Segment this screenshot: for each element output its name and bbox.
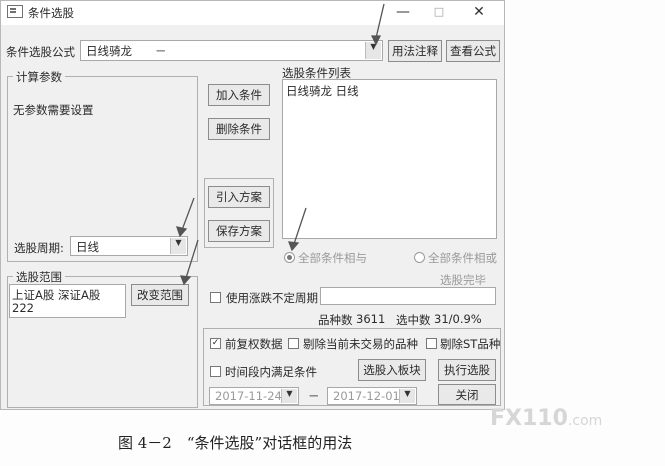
adjust-label: 前复权数据 [225,337,283,351]
chevron-down-icon[interactable]: ▼ [399,389,415,403]
undetermined-period-field[interactable] [320,287,496,305]
restore-button[interactable]: □ [433,5,445,18]
save-to-block-button[interactable]: 选股入板块 [358,359,426,381]
view-formula-button[interactable]: 查看公式 [446,40,500,62]
all-or-label: 全部条件相或 [428,251,497,265]
close-window-button[interactable]: ✕ [473,4,485,20]
range-group-title: 选股范围 [13,269,65,285]
remove-untraded-checkbox[interactable] [288,338,299,349]
undetermined-period-checkbox[interactable] [210,292,221,303]
params-message: 无参数需要设置 [13,103,94,117]
remove-st-label: 剔除ST品种 [440,337,501,351]
formula-value: 日线骑龙 － [86,44,167,58]
start-date-value: 2017-11-24 [215,389,282,403]
scheme-group [204,178,274,248]
period-combo[interactable]: 日线 ▼ [70,236,188,256]
condition-item[interactable]: 日线骑龙 日线 [286,84,359,98]
range-markets: 上证A股 深证A股 [12,288,101,302]
selected-value: 31/0.9% [434,312,482,326]
all-or-radio[interactable] [414,252,425,263]
all-and-radio[interactable] [284,252,295,263]
figure-caption: 图 4－2 “条件选股”对话框的用法 [118,434,353,452]
watermark-suffix: .com [567,413,603,429]
minimize-button[interactable]: — [396,4,410,20]
import-scheme-button[interactable]: 引入方案 [208,186,270,208]
selected-label: 选中数 [396,313,431,327]
range-block: 222 [12,301,34,315]
conditions-list[interactable]: 日线骑龙 日线 [282,79,497,239]
arrow-period [181,197,195,231]
arrow-range [185,239,199,279]
delete-condition-button[interactable]: 删除条件 [208,118,270,140]
app-window-icon [7,5,23,18]
formula-label: 条件选股公式 [6,45,75,59]
status-text: 选股完毕 [440,273,486,287]
range-list[interactable]: 上证A股 深证A股 222 [9,284,126,318]
time-range-checkbox[interactable] [210,366,221,377]
undetermined-period-label: 使用涨跌不定周期 [226,291,318,305]
params-group-title: 计算参数 [13,69,65,85]
close-dialog-button[interactable]: 关闭 [438,384,496,405]
end-date-value: 2017-12-01 [333,389,400,403]
remove-st-checkbox[interactable] [426,338,437,349]
chevron-down-icon[interactable]: ▼ [170,238,186,254]
change-range-button[interactable]: 改变范围 [131,284,189,306]
watermark-main: FX110 [490,406,568,431]
conditions-title: 选股条件列表 [282,66,351,80]
chevron-down-icon[interactable]: ▼ [281,389,297,403]
time-range-label: 时间段内满足条件 [225,365,317,379]
period-value: 日线 [76,240,99,254]
count-label: 品种数 [318,313,353,327]
range-group [7,276,198,408]
chevron-down-icon[interactable]: ▼ [365,42,381,59]
arrow-logic [293,207,307,245]
save-scheme-button[interactable]: 保存方案 [208,220,270,242]
options-group [203,328,501,406]
all-and-label: 全部条件相与 [298,251,367,265]
title-bar[interactable] [1,1,504,25]
window-title: 条件选股 [28,6,74,20]
arrow-formula [375,3,385,39]
formula-combo[interactable]: 日线骑龙 － ▼ [80,40,383,61]
start-date-picker[interactable]: 2017-11-24 ▼ [209,387,299,405]
usage-notes-button[interactable]: 用法注释 [388,40,442,62]
date-separator: － [308,389,320,403]
execute-screen-button[interactable]: 执行选股 [438,359,496,381]
count-value: 3611 [356,312,386,326]
params-group [7,76,198,262]
end-date-picker[interactable]: 2017-12-01 ▼ [327,387,417,405]
watermark-logo: FX110.com [490,406,602,431]
remove-untraded-label: 剔除当前未交易的品种 [303,337,418,351]
add-condition-button[interactable]: 加入条件 [208,84,270,106]
period-label: 选股周期: [14,241,64,255]
adjust-checkbox[interactable]: ✓ [210,338,221,349]
